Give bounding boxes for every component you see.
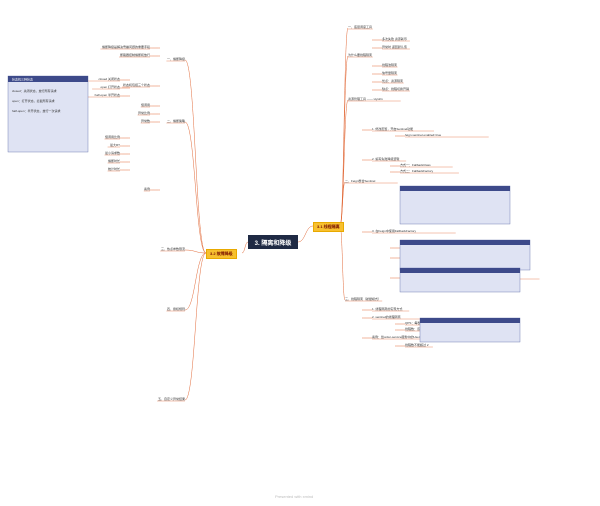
code-block-0 — [399, 185, 511, 225]
right-node-1[interactable]: 多次失败 资源耗尽 — [382, 36, 407, 41]
right-node-24[interactable]: 案例：给order-service服务中的UserClient的查询用户接口设置… — [372, 334, 467, 339]
state-machine-title: 状态机三种状态 — [12, 77, 33, 82]
branch-fallback-label: 3.2 故障降级 — [210, 251, 233, 256]
left-node-10[interactable]: 异常数 — [141, 118, 150, 123]
code-block-header — [420, 318, 520, 323]
connector-line — [339, 27, 349, 227]
branch-thread-isolation[interactable]: 3.1 线程隔离 — [313, 222, 344, 232]
left-node-3[interactable]: 状态机包括三个状态 — [123, 82, 150, 87]
left-node-18[interactable]: 四、授权规则 — [167, 306, 185, 311]
right-node-12[interactable]: 2. 编写失败降级逻辑 — [372, 156, 399, 161]
left-node-6[interactable]: half-open 半开状态 — [95, 92, 120, 97]
right-node-13[interactable]: 方式一：FallbackClass — [400, 162, 431, 167]
connector-line — [184, 249, 207, 254]
right-node-3[interactable]: 为什么要线程隔离 — [348, 52, 372, 57]
right-node-0[interactable]: 一、底层调度工具 — [348, 24, 372, 29]
state-machine-row: open：打开状态，拦截所有请求 — [12, 98, 55, 103]
left-node-1[interactable]: 熔断降级是解决雪崩问题的重要手段 — [102, 44, 150, 49]
connector-line — [339, 225, 346, 301]
right-node-2[interactable]: 异常时 返回默认值 — [382, 44, 407, 49]
connector-line — [241, 241, 249, 254]
connector-line — [184, 121, 207, 254]
connector-line — [184, 252, 207, 401]
central-topic[interactable]: 3. 隔离和降级 — [248, 235, 298, 249]
right-node-22[interactable]: QPS：每秒请求数 — [405, 320, 429, 325]
code-block-header — [400, 268, 520, 273]
right-node-15[interactable]: 3. 在Feign中使用FallbackFactory — [372, 228, 417, 233]
left-node-16[interactable]: 案例 — [144, 186, 150, 191]
right-node-20[interactable]: 1. 线程隔离的实现方式 — [372, 306, 402, 311]
state-machine-row: closed：关闭状态，放行所有请求 — [12, 88, 57, 93]
right-node-14[interactable]: 方式二：FallbackFactory — [400, 168, 434, 173]
right-node-8[interactable]: 资源管理工具 —— Hystrix — [348, 96, 383, 101]
branch-thread-isolation-label: 3.1 线程隔离 — [317, 224, 340, 229]
right-node-11[interactable]: feign.sentinel.enabled=true — [405, 133, 441, 137]
right-node-4[interactable]: 线程池隔离 — [382, 62, 397, 67]
left-node-12[interactable]: 最大RT — [110, 142, 120, 147]
connector-line — [184, 252, 207, 311]
state-machine-row: half-open：半开状态，放行一次请求 — [12, 108, 61, 113]
left-node-8[interactable]: 慢调用 — [141, 102, 150, 107]
left-node-14[interactable]: 熔断时长 — [108, 158, 120, 163]
connector-line — [184, 59, 207, 254]
right-node-25[interactable]: 线程数不能超过 2 — [405, 342, 429, 347]
right-node-19[interactable]: 三、线程隔离（舱壁模式） — [345, 296, 381, 301]
left-node-15[interactable]: 统计时长 — [108, 166, 120, 171]
right-node-9[interactable]: 二、Feign整合Sentinel — [345, 178, 376, 183]
connector-line — [297, 225, 314, 243]
left-node-4[interactable]: closed 关闭状态 — [98, 76, 120, 81]
right-node-6[interactable]: 优点：资源隔离 — [382, 78, 403, 83]
xmind-watermark: Presented with xmind — [275, 494, 314, 499]
state-machine-header — [8, 76, 88, 82]
left-node-2[interactable]: 断路器控制熔断和放行 — [120, 52, 150, 57]
left-node-17[interactable]: 三、热点参数限流 — [161, 246, 185, 251]
right-node-21[interactable]: 2. sentinel的线程隔离 — [372, 314, 401, 319]
right-node-10[interactable]: 1. 修改配置，开启Sentinel功能 — [372, 126, 413, 131]
code-block-header — [400, 240, 530, 245]
right-node-5[interactable]: 信号量隔离 — [382, 70, 397, 75]
state-machine-panel — [7, 75, 89, 153]
code-block-header — [400, 186, 510, 191]
left-node-5[interactable]: open 打开状态 — [100, 84, 120, 89]
left-node-11[interactable]: 慢调用比例 — [105, 134, 120, 139]
left-node-13[interactable]: 最小请求数 — [105, 150, 120, 155]
connector-line — [339, 55, 349, 227]
left-node-0[interactable]: 一、熔断降级 — [167, 56, 185, 61]
right-node-7[interactable]: 缺点：线程切换开销 — [382, 86, 409, 91]
left-node-9[interactable]: 异常比例 — [138, 110, 150, 115]
branch-fallback[interactable]: 3.2 故障降级 — [206, 249, 237, 259]
central-topic-label: 3. 隔离和降级 — [254, 240, 292, 247]
left-node-19[interactable]: 五、自定义异常结果 — [158, 396, 185, 401]
left-node-7[interactable]: 二、熔断策略 — [167, 118, 185, 123]
